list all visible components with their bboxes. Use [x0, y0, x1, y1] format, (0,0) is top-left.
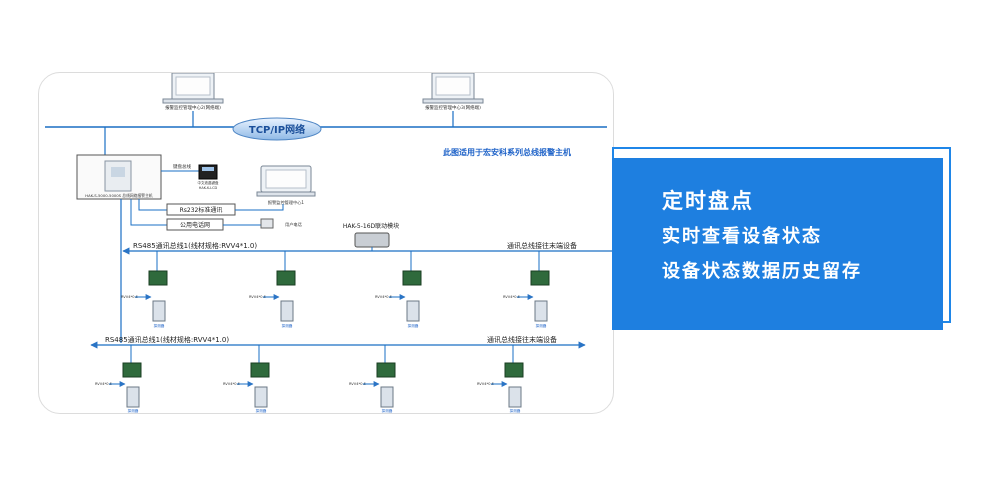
pc-local: 报警监控管理中心1: [256, 165, 316, 206]
detector-label: 探测器: [408, 323, 419, 328]
cable-label: RVV4*0.5: [95, 382, 112, 386]
system-diagram: 报警监控管理中心2(网络端) 报警监控管理中心3(网络端) TCP/IP网络 此…: [38, 72, 614, 414]
module-group-8: RVV4*0.5 探测器: [477, 345, 524, 413]
pc-local-label: 报警监控管理中心1: [268, 199, 305, 206]
keypad-model: HAK-K-LCD: [199, 186, 218, 190]
cable-label: RVV4*0.5: [375, 295, 392, 299]
detector: [280, 300, 294, 322]
keypad-label: 中文液晶键盘: [198, 180, 219, 185]
module-group-6: RVV4*0.5 探测器: [223, 345, 270, 413]
phone-icon: [260, 218, 274, 229]
keypad: 中文液晶键盘 HAK-K-LCD: [198, 164, 219, 190]
cable-label: RVV4*0.5: [477, 382, 494, 386]
module-group-1: RVV4*0.5 探测器: [121, 251, 168, 328]
phone-network-label: 公用电话网: [180, 221, 210, 229]
detector-label: 探测器: [536, 323, 547, 328]
detector-label: 探测器: [256, 408, 267, 413]
detector-label: 探测器: [510, 408, 521, 413]
panel-line-2: 设备状态数据历史留存: [662, 261, 862, 282]
diagram-svg: 报警监控管理中心2(网络端) 报警监控管理中心3(网络端) TCP/IP网络 此…: [45, 73, 613, 413]
linkage-label: HAK-5-16D联动模块: [343, 222, 399, 230]
bus-module: [504, 362, 524, 378]
pc-right: 报警监控管理中心3(网络端): [422, 73, 484, 111]
detector-label: 探测器: [154, 323, 165, 328]
network-label: TCP/IP网络: [249, 123, 305, 136]
pc-right-label: 报警监控管理中心3(网络端): [425, 104, 481, 111]
cable-label: RVV4*0.5: [349, 382, 366, 386]
bus-module: [122, 362, 142, 378]
bus1-label: RS485通讯总线1(线材规格:RVV4*1.0): [133, 241, 257, 250]
bus-module: [376, 362, 396, 378]
module-group-4: RVV4*0.5 探测器: [503, 251, 550, 328]
detector-label: 探测器: [282, 323, 293, 328]
bus2-end-label: 通讯总线接往末端设备: [487, 335, 557, 344]
rs232-label: Rs232标准通讯: [180, 206, 223, 214]
detector: [534, 300, 548, 322]
bus-module: [276, 270, 296, 286]
bus2-label: RS485通讯总线1(线材规格:RVV4*1.0): [105, 335, 229, 344]
feature-panel: 定时盘点 实时查看设备状态 设备状态数据历史留存: [612, 158, 943, 330]
pc-left: 报警监控管理中心2(网络端): [162, 73, 224, 111]
cable-label: RVV4*0.5: [249, 295, 266, 299]
bus1-end-label: 通讯总线接往末端设备: [507, 241, 577, 250]
module-group-5: RVV4*0.5 探测器: [95, 345, 142, 413]
cable-label: RVV4*0.5: [223, 382, 240, 386]
bus-module: [148, 270, 168, 286]
detector: [508, 386, 522, 408]
user-phone-label: 用户电话: [285, 221, 302, 228]
bus-module: [402, 270, 422, 286]
detector: [126, 386, 140, 408]
detector: [254, 386, 268, 408]
panel-title: 定时盘点: [662, 189, 754, 213]
detector: [406, 300, 420, 322]
pc-left-label: 报警监控管理中心2(网络端): [165, 104, 221, 111]
panel-line-1: 实时查看设备状态: [662, 226, 822, 247]
bus-module: [530, 270, 550, 286]
module-group-2: RVV4*0.5 探测器: [249, 251, 296, 328]
detector-label: 探测器: [382, 408, 393, 413]
cable-label: RVV4*0.5: [503, 295, 520, 299]
host-label: HAK-S-5000-5000S 总线网络报警主机: [85, 193, 153, 198]
detector: [152, 300, 166, 322]
cable-label: RVV4*0.5: [121, 295, 138, 299]
detector: [380, 386, 394, 408]
module-group-7: RVV4*0.5 探测器: [349, 345, 396, 413]
keypad-top-label: 键盘总线: [173, 163, 191, 170]
bus-module: [250, 362, 270, 378]
detector-label: 探测器: [128, 408, 139, 413]
alarm-host: HAK-S-5000-5000S 总线网络报警主机: [76, 154, 162, 200]
diagram-caption: 此图适用于宏安科系列总线报警主机: [443, 147, 571, 157]
linkage-module: [354, 232, 390, 248]
network-ellipse: [232, 117, 322, 141]
module-group-3: RVV4*0.5 探测器: [375, 251, 422, 328]
